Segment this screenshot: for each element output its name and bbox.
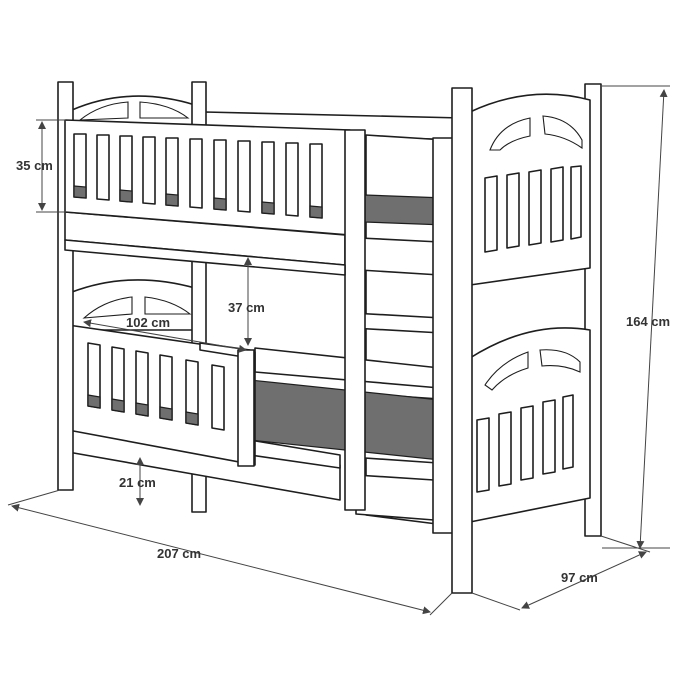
length-label: 207 cm xyxy=(157,546,201,561)
lower-guard-slats xyxy=(87,342,225,431)
upper-end-slats xyxy=(484,165,582,253)
dimension-labels: 35 cm 37 cm 102 cm 21 cm 164 cm 207 cm 9… xyxy=(16,158,670,585)
bed-gap-label: 37 cm xyxy=(228,300,265,315)
floor-clearance-label: 21 cm xyxy=(119,475,156,490)
width-label: 97 cm xyxy=(561,570,598,585)
rail-height-label: 35 cm xyxy=(16,158,53,173)
guard-length-label: 102 cm xyxy=(126,315,170,330)
dimension-lines xyxy=(7,85,670,616)
upper-bed xyxy=(64,119,446,511)
height-label: 164 cm xyxy=(626,314,670,329)
right-end-frame xyxy=(432,83,602,594)
lower-bed xyxy=(67,324,441,501)
lower-end-slats xyxy=(476,394,574,493)
upper-guard-slats xyxy=(73,133,323,219)
